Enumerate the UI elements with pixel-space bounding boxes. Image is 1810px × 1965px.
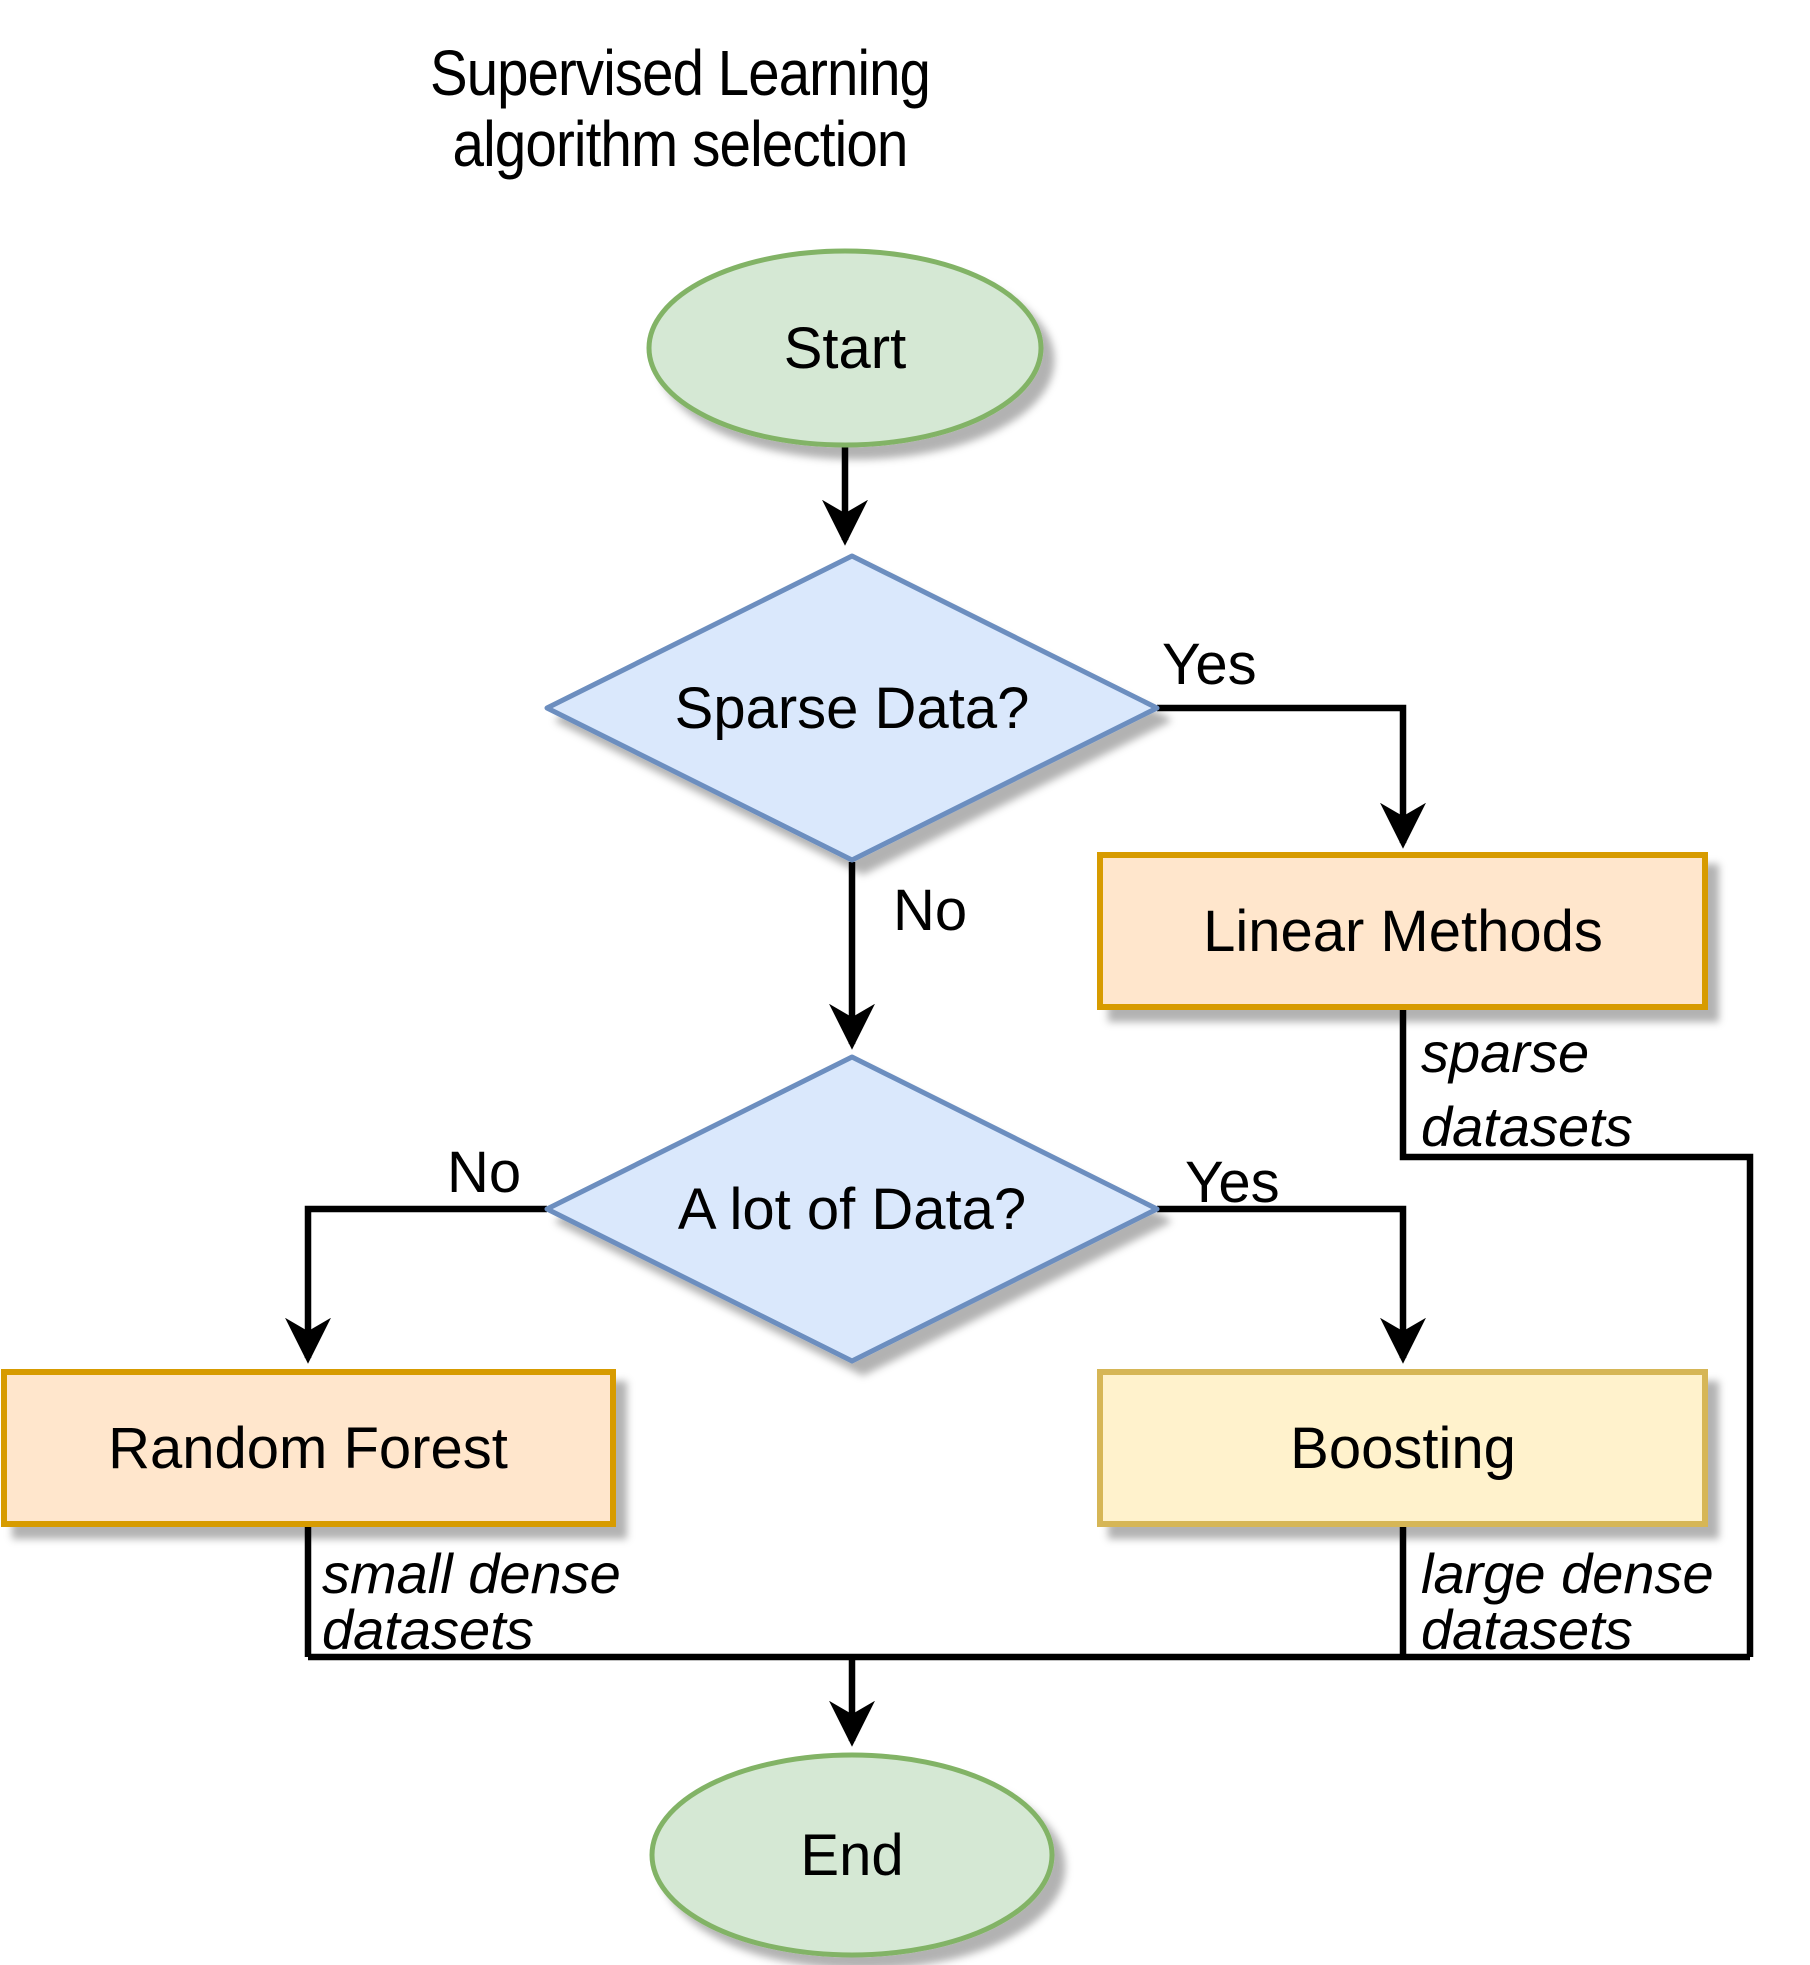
edge-label-alot-yes: Yes (1185, 1150, 1280, 1215)
edge-alot-no-to-random-forest (285, 1205, 547, 1364)
nodes: Start Sparse Data? Linear Methods A lot … (1, 248, 1708, 1958)
edge-linear-methods-out (1399, 1007, 1754, 1657)
edge-label-sparse-no: No (893, 878, 967, 943)
start-node (646, 248, 1044, 448)
process-random-forest-label: Random Forest (108, 1416, 508, 1481)
decision-sparse-data (544, 553, 1160, 863)
edges (285, 447, 1754, 1747)
process-boosting (1097, 1369, 1708, 1527)
edge-label-alot-no: No (447, 1140, 521, 1205)
edge-sparse-yes-to-linear-methods (1157, 704, 1426, 849)
annotation-small-dense-line2: datasets (322, 1598, 534, 1661)
annotation-sparse-datasets-line1: sparse (1421, 1021, 1589, 1084)
annotation-large-dense-line1: large dense (1421, 1542, 1714, 1605)
title-line-2: algorithm selection (453, 108, 908, 180)
edge-label-sparse-yes: Yes (1162, 632, 1257, 697)
end-node-label: End (800, 1823, 903, 1888)
annotation-sparse-datasets-line2: datasets (1421, 1095, 1633, 1158)
process-linear-methods-label: Linear Methods (1203, 899, 1603, 964)
title-line-1: Supervised Learning (430, 37, 930, 109)
decision-a-lot-of-data-label: A lot of Data? (678, 1177, 1026, 1242)
annotation-large-dense-line2: datasets (1421, 1598, 1633, 1661)
decision-sparse-data-label: Sparse Data? (675, 676, 1030, 741)
edge-labels: Yes No No Yes (447, 632, 1280, 1215)
annotations: sparse datasets small dense datasets lar… (322, 1021, 1714, 1661)
process-boosting-label: Boosting (1290, 1416, 1516, 1481)
process-random-forest (1, 1369, 616, 1527)
annotation-small-dense-line1: small dense (322, 1542, 621, 1605)
edge-alot-yes-to-boosting (1157, 1205, 1426, 1364)
process-linear-methods (1097, 852, 1708, 1010)
start-node-label: Start (784, 316, 907, 381)
end-node (649, 1752, 1055, 1958)
decision-a-lot-of-data (544, 1054, 1160, 1364)
diagram-title: Supervised Learning algorithm selection (430, 37, 931, 180)
